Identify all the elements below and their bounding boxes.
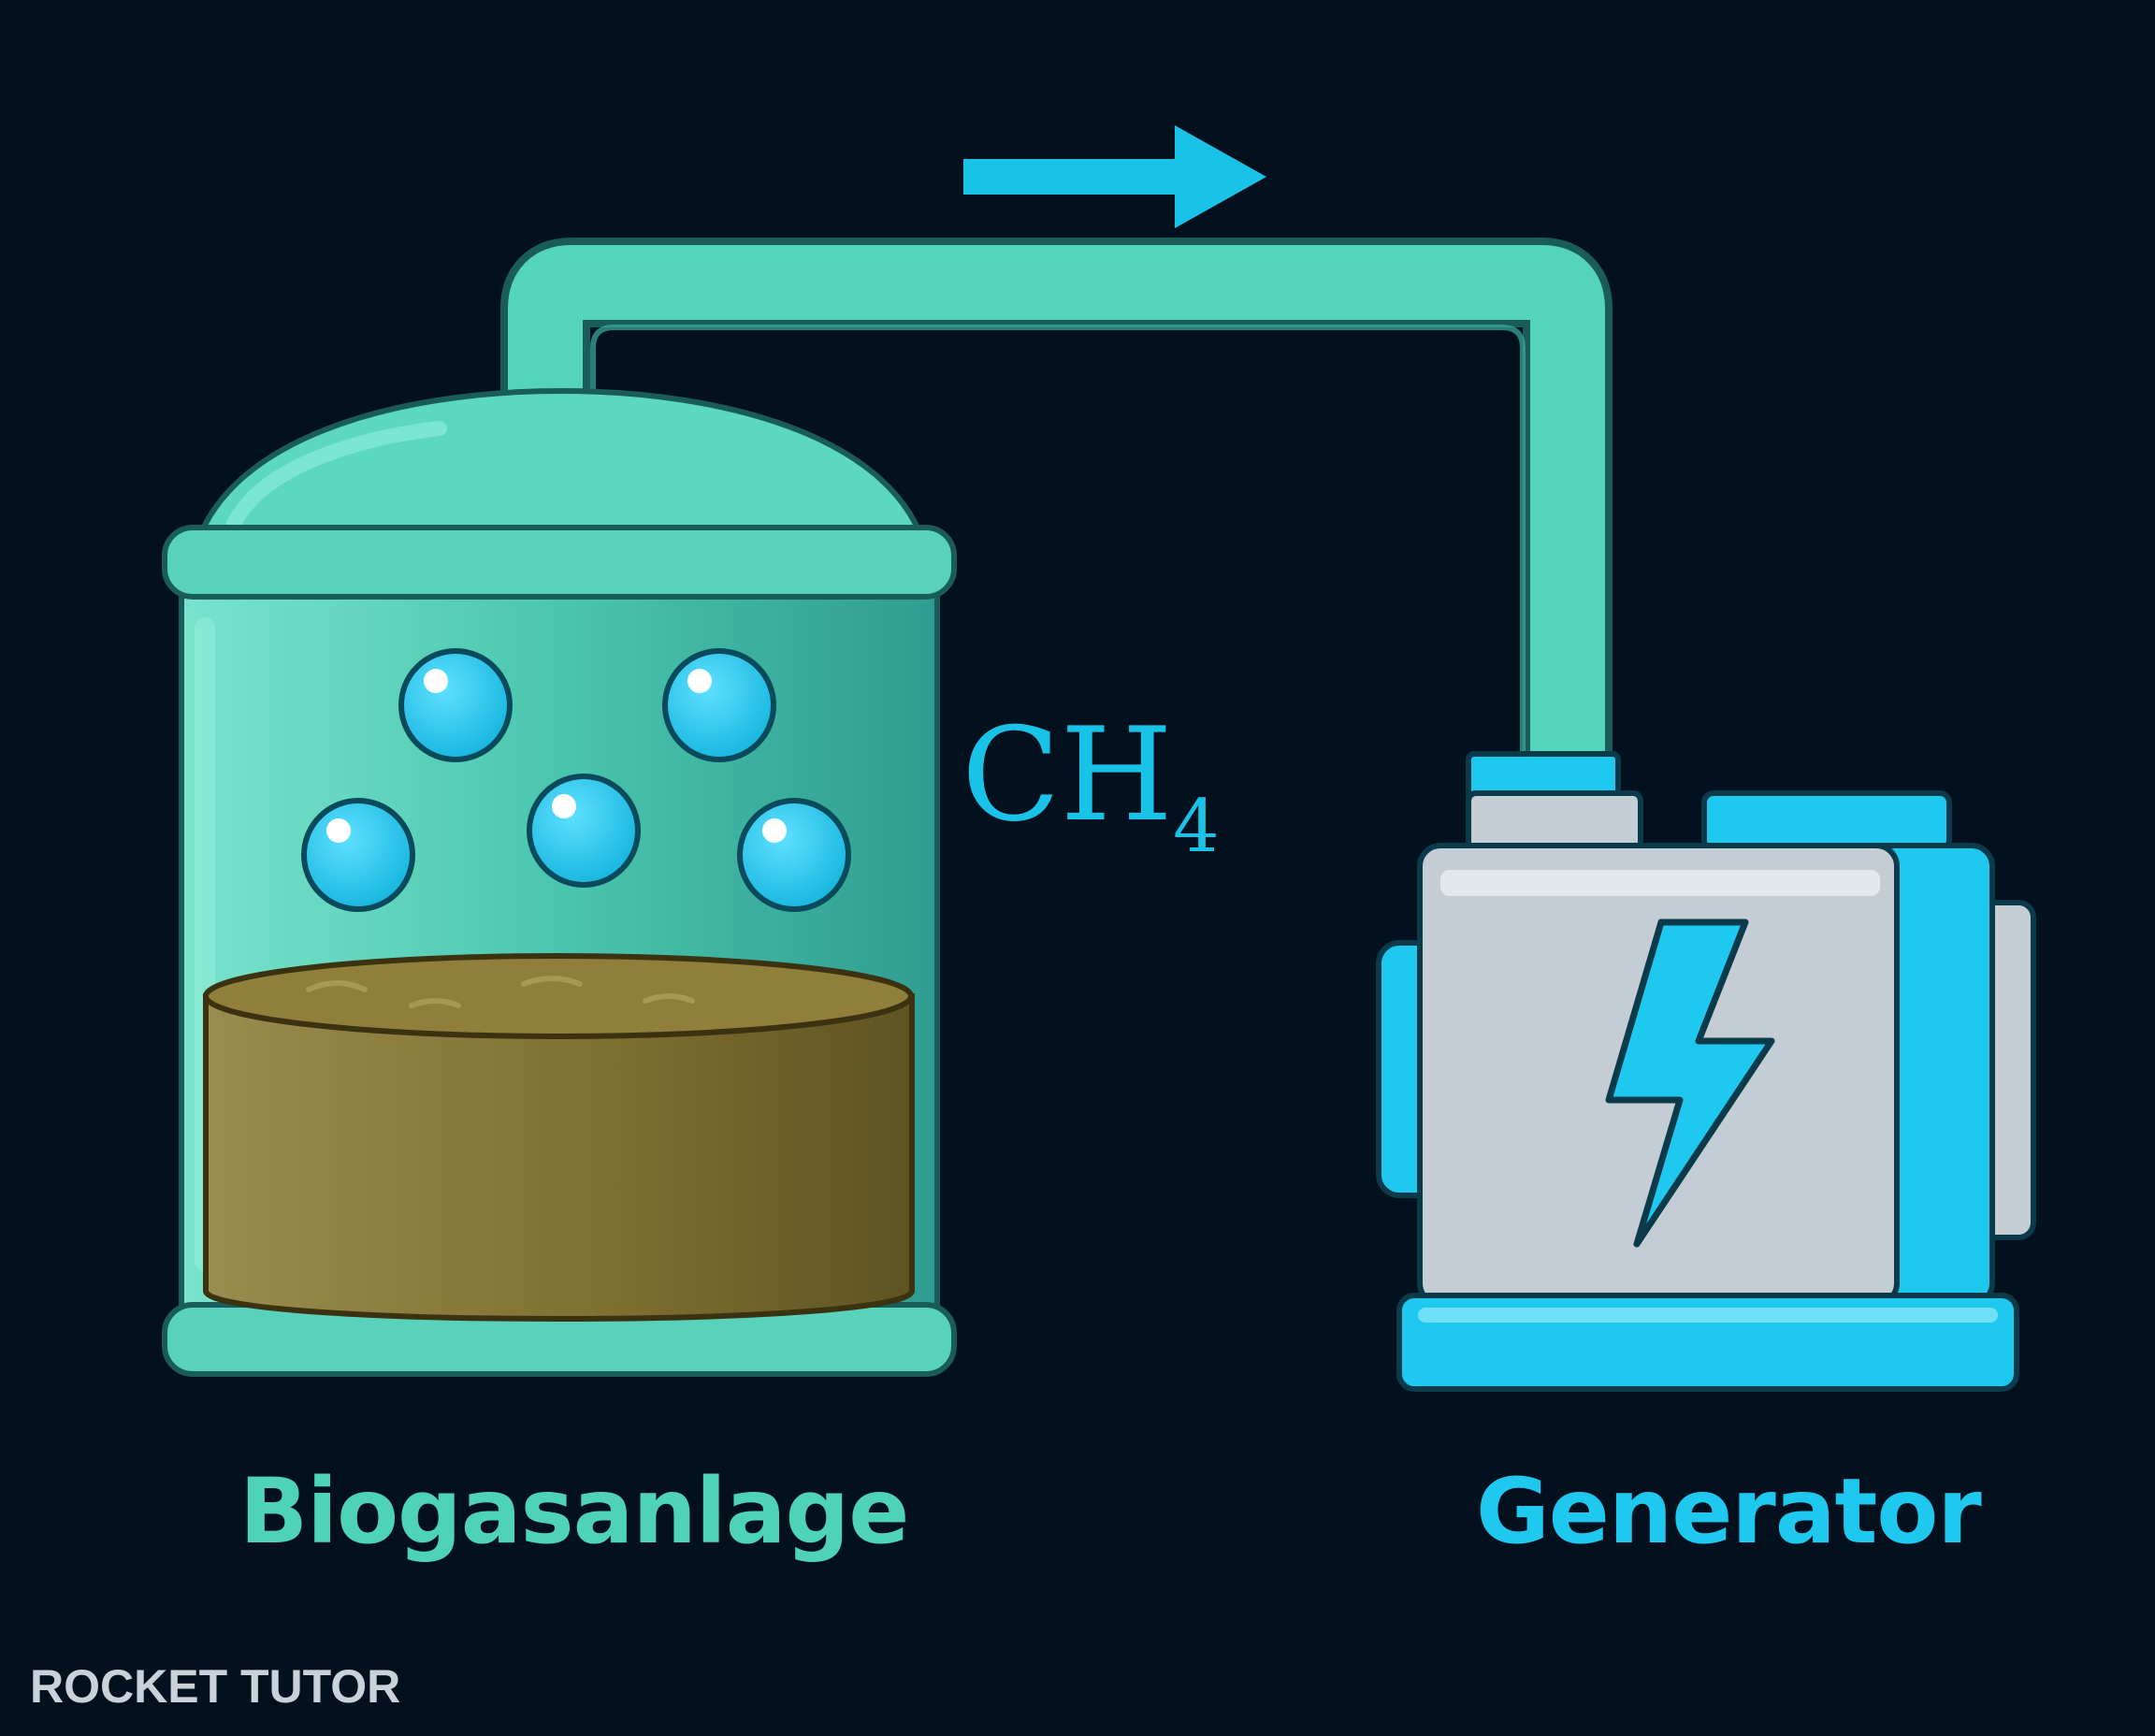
gas-pipe xyxy=(500,238,1613,776)
formula-base: CH xyxy=(962,700,1173,850)
formula-subscript: 4 xyxy=(1172,785,1220,869)
gas-bubble-icon xyxy=(398,648,513,762)
brand-logo: ROCKET TUTOR xyxy=(30,1660,401,1713)
methane-formula: CH4 xyxy=(962,711,1220,864)
gas-bubble-icon xyxy=(527,774,641,888)
gas-bubble-icon xyxy=(737,798,851,912)
generator-label: Generator xyxy=(1476,1459,1982,1564)
sludge xyxy=(203,953,915,1322)
gas-bubble-icon xyxy=(662,648,776,762)
lightning-bolt-icon xyxy=(1605,919,1775,1248)
generator xyxy=(1376,751,2036,1392)
flow-arrow-icon xyxy=(963,125,1266,228)
gas-bubble-icon xyxy=(301,798,415,912)
tank-label: Biogasanlage xyxy=(239,1459,909,1564)
gas-bubbles xyxy=(301,648,851,912)
